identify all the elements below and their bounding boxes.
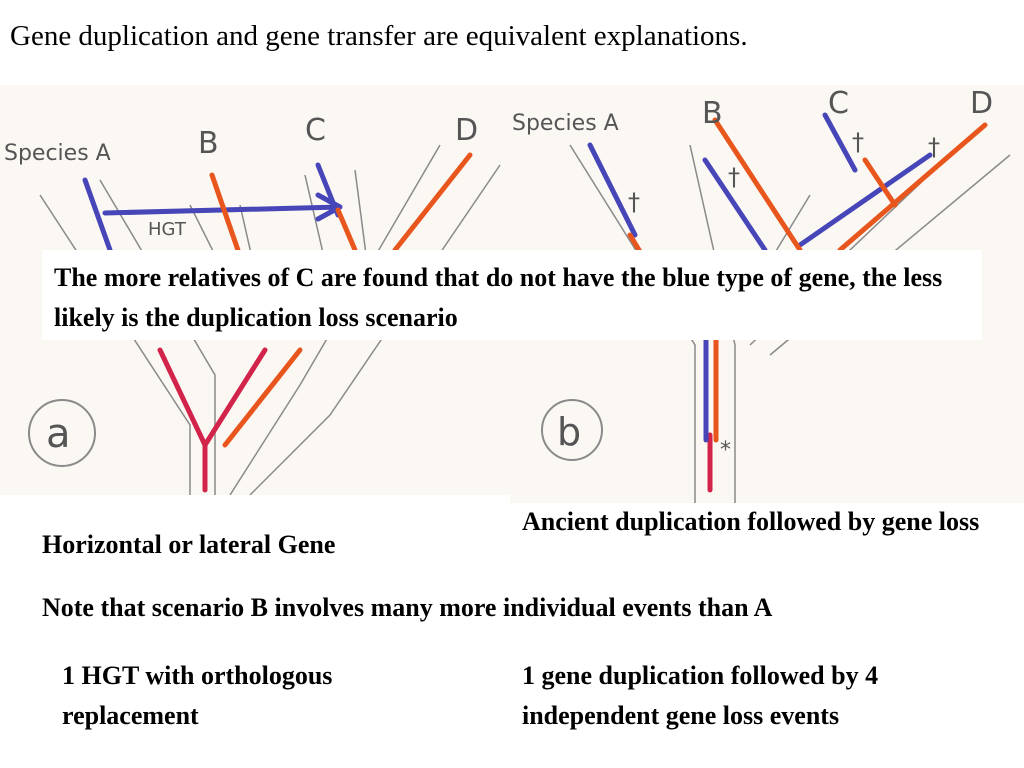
species-a-label: Species A <box>512 111 619 136</box>
hgt-label: HGT <box>148 219 187 240</box>
gene-loss-mark-b: † <box>728 163 740 191</box>
scenario-b-caption: Ancient duplication followed by gene los… <box>522 507 980 536</box>
tip-label-d: D <box>455 113 478 148</box>
gene-loss-mark-d: † <box>928 133 940 161</box>
tip-label-c: C <box>305 113 326 148</box>
orange-lineage-d <box>222 152 473 448</box>
gene-loss-mark-species-a: † <box>628 188 640 216</box>
tip-label-c: C <box>828 86 849 121</box>
orange-lineage-c <box>335 207 358 253</box>
blue-copy-c-lineage <box>822 112 858 173</box>
duplication-mark: * <box>720 438 731 463</box>
tip-label-b: B <box>702 96 723 131</box>
scenario-a-letter: a <box>46 411 71 457</box>
scenario-a-circle <box>28 399 96 467</box>
comparison-note: Note that scenario B involves many more … <box>42 593 773 622</box>
gene-loss-mark-c: † <box>852 128 864 156</box>
orange-copy-b-lineage <box>712 117 803 253</box>
slide-title: Gene duplication and gene transfer are e… <box>10 20 748 52</box>
orange-copy-d-lineage <box>837 122 988 253</box>
species-a-label: Species A <box>4 141 111 166</box>
scenario-b-circle <box>541 399 603 461</box>
scenario-a-caption: Horizontal or lateral Gene <box>42 530 336 559</box>
callout-box: The more relatives of C are found that d… <box>42 250 982 340</box>
blue-copy-b-lineage <box>702 157 768 253</box>
blue-lineage-species-a <box>82 177 113 253</box>
scenario-b-letter: b <box>557 410 581 454</box>
scenario-a-event-count: 1 HGT with orthologous replacement <box>62 661 333 730</box>
blue-copy-species-a <box>587 142 638 238</box>
tip-label-d: D <box>970 86 993 121</box>
scenario-b-event-count: 1 gene duplication followed by 4 indepen… <box>522 661 879 730</box>
red-ancestral-lineage <box>157 347 268 493</box>
orange-copy-c-lineage <box>862 157 898 208</box>
tip-label-b: B <box>198 126 219 161</box>
blue-copy-d-lineage <box>797 152 933 248</box>
